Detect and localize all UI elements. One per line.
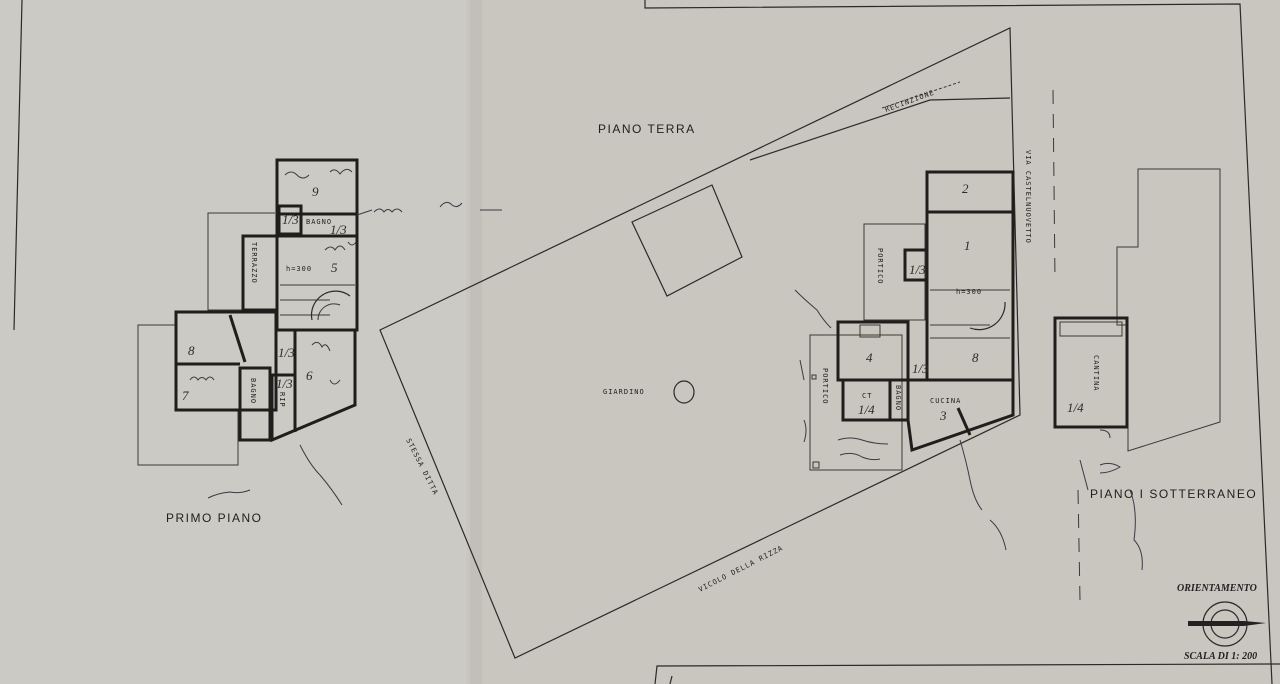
primo-piano-frac-4: 1/3 bbox=[276, 376, 293, 391]
orientamento-label: ORIENTAMENTO bbox=[1177, 583, 1257, 594]
piano-terra-plan bbox=[809, 170, 1015, 471]
cantina-label: CANTINA bbox=[1092, 355, 1100, 392]
primo-piano-room-9: 9 bbox=[312, 184, 319, 199]
primo-piano-room-7: 7 bbox=[182, 388, 189, 403]
piano-terra-frac-3: 1/4 bbox=[858, 402, 875, 417]
piano-sotterraneo-title: PIANO I SOTTERRANEO bbox=[1090, 487, 1257, 501]
site-boundary bbox=[379, 27, 1081, 659]
primo-piano-room-8: 8 bbox=[188, 343, 195, 358]
piano-terra-bagno-label: BAGNO bbox=[894, 385, 902, 411]
piano-terra-ct-label: CT bbox=[862, 392, 872, 400]
primo-piano-frac-2: 1/3 bbox=[330, 222, 347, 237]
via-label: VIA CASTELNUOVETTO bbox=[1024, 150, 1032, 244]
piano-terra-height: h=300 bbox=[956, 288, 982, 296]
primo-piano-bagno-top-label: BAGNO bbox=[306, 218, 332, 226]
piano-terra-room-8: 8 bbox=[972, 350, 979, 365]
sotterraneo-plan bbox=[1053, 168, 1221, 452]
piano-terra-portico-lower-label: PORTICO bbox=[821, 368, 829, 405]
piano-terra-frac-1: 1/3 bbox=[909, 262, 926, 277]
primo-piano-title: PRIMO PIANO bbox=[166, 511, 263, 525]
primo-piano-frac-1: 1/3 bbox=[282, 212, 299, 227]
piano-terra-title: PIANO TERRA bbox=[598, 122, 696, 136]
piano-terra-cucina-label: CUCINA bbox=[930, 397, 961, 405]
primo-piano-rip-label: RIP bbox=[278, 392, 286, 408]
piano-terra-room-2: 2 bbox=[962, 181, 969, 196]
piano-terra-room-3: 3 bbox=[939, 408, 947, 423]
piano-terra-room-1: 1 bbox=[964, 238, 971, 253]
primo-piano-room-5: 5 bbox=[331, 260, 338, 275]
paper-left-shade bbox=[0, 0, 470, 684]
piano-terra-portico-upper-label: PORTICO bbox=[876, 248, 884, 285]
primo-piano-frac-3: 1/3 bbox=[278, 345, 295, 360]
primo-piano-bagno-bottom-label: BAGNO bbox=[249, 378, 257, 404]
primo-piano-room-6: 6 bbox=[306, 368, 313, 383]
cantina-frac: 1/4 bbox=[1067, 400, 1084, 415]
primo-piano-height: h=300 bbox=[286, 265, 312, 273]
handwritten-annotations bbox=[189, 168, 1143, 571]
piano-terra-frac-2: 1/3 bbox=[912, 361, 929, 376]
primo-piano-terrazzo-label: TERRAZZO bbox=[250, 242, 258, 284]
compass-icon bbox=[1188, 601, 1266, 647]
piano-terra-room-4: 4 bbox=[866, 350, 873, 365]
primo-piano-plan bbox=[137, 158, 359, 466]
giardino-label: GIARDINO bbox=[603, 388, 645, 396]
garden-square bbox=[631, 184, 743, 297]
sheet-frame bbox=[13, 0, 1280, 684]
giardino-circle bbox=[673, 380, 695, 404]
scala-label: SCALA DI 1: 200 bbox=[1184, 651, 1257, 662]
